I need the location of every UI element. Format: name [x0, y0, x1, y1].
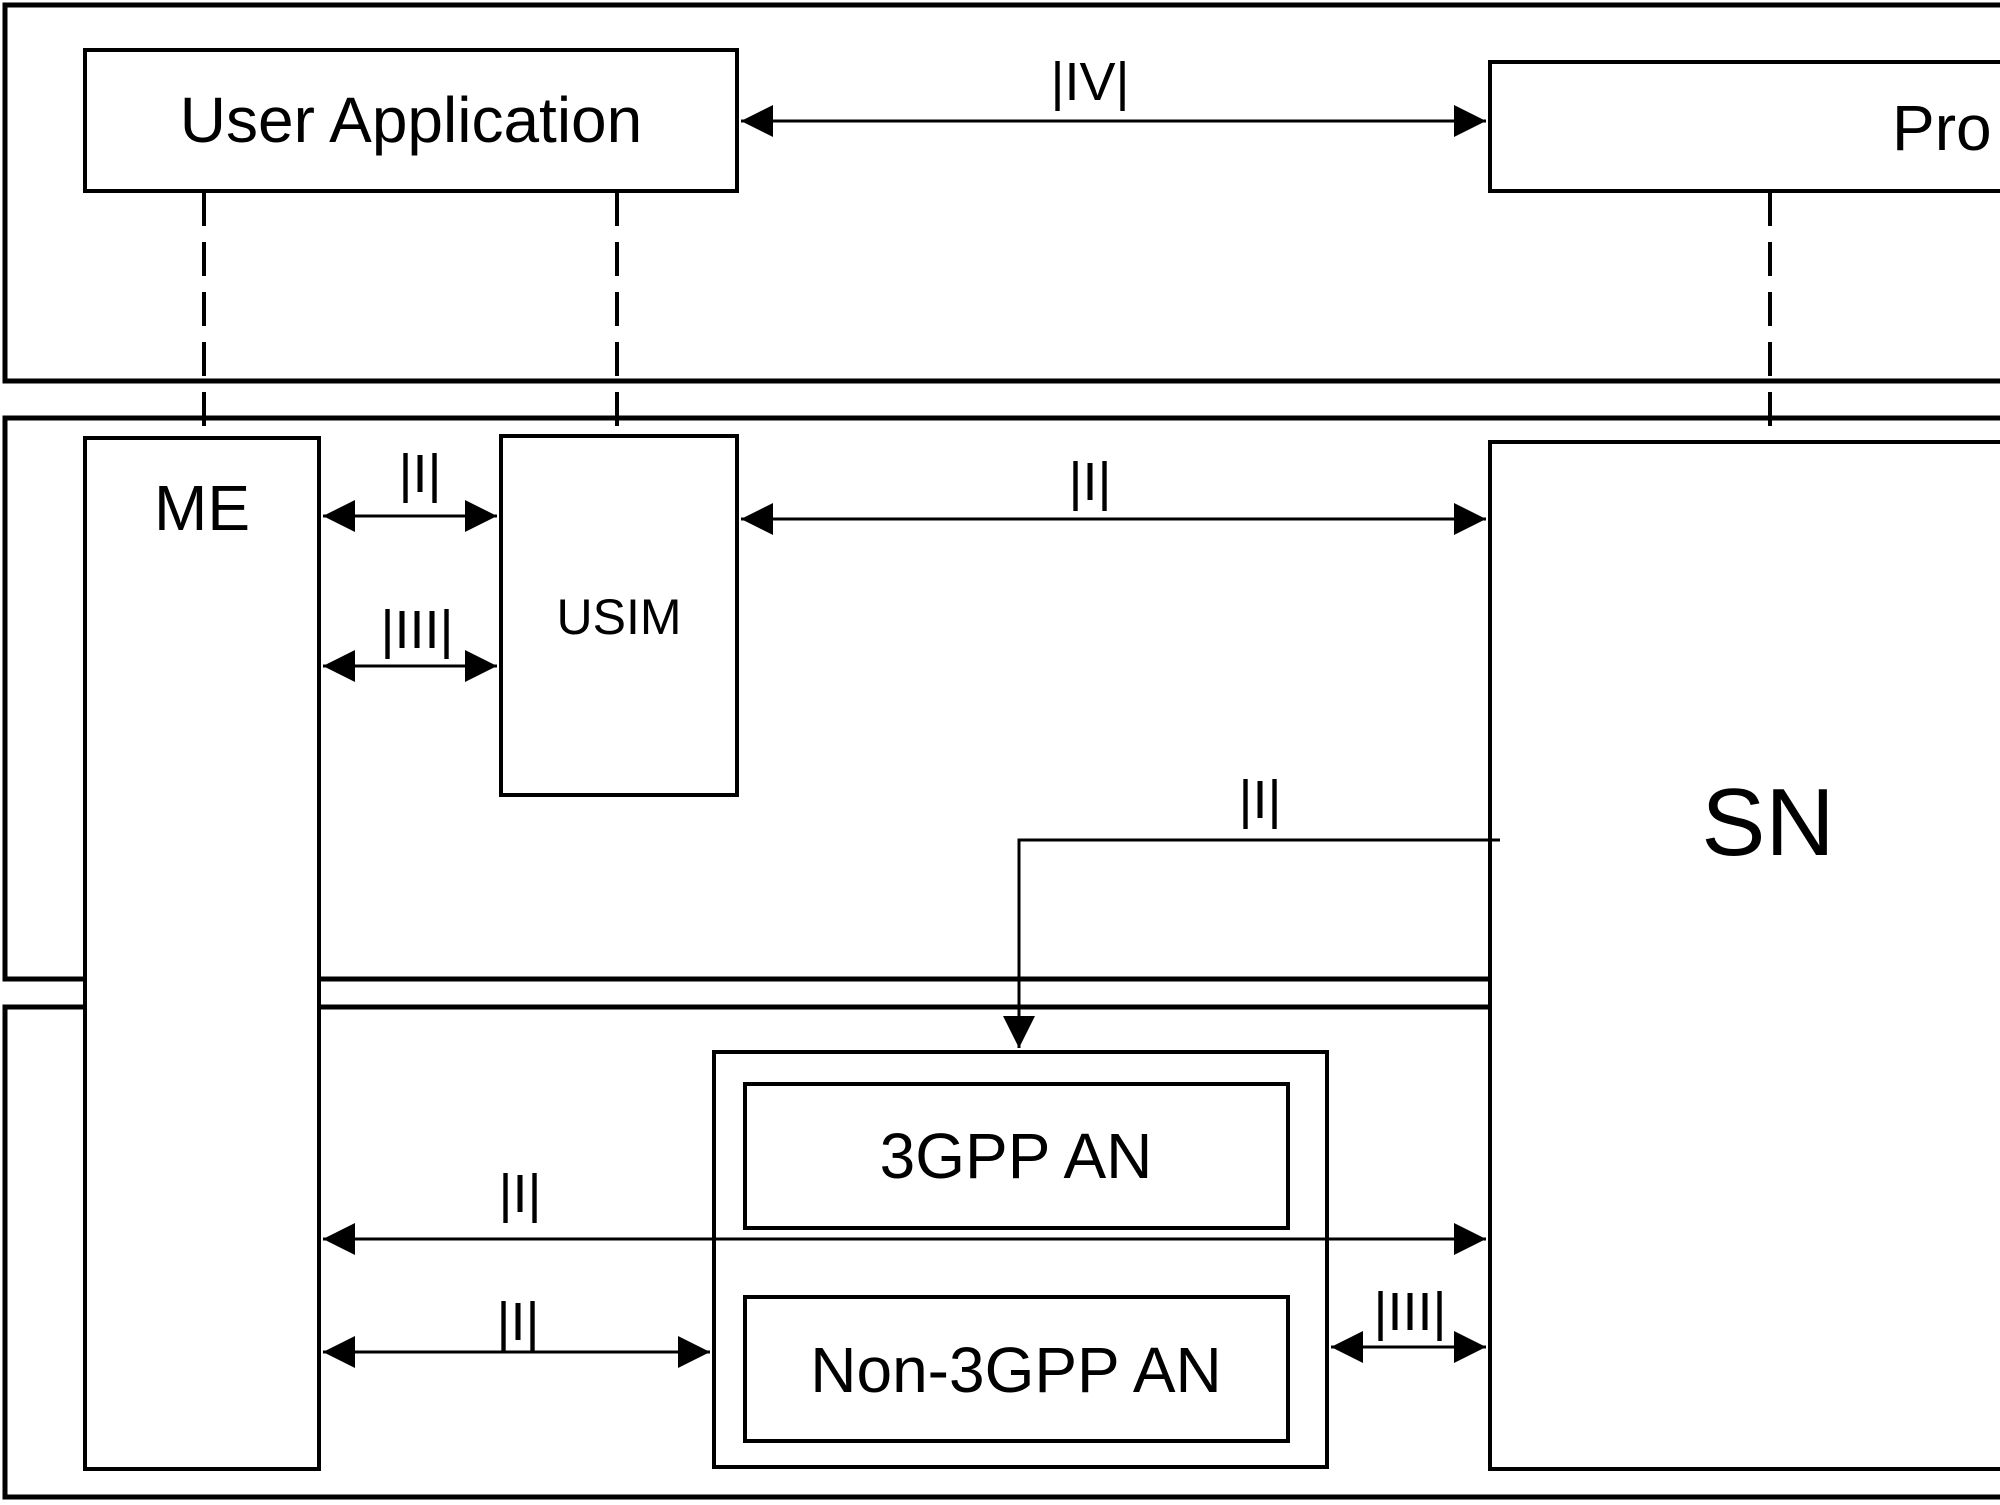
dashed-connectors — [202, 192, 1772, 442]
sn-box — [1488, 440, 2000, 1471]
me-box — [83, 436, 321, 1471]
label-sn-an-i: |I| — [1238, 770, 1281, 830]
node-labels: User Application Pro ME USIM SN 3GPP AN … — [154, 84, 1992, 1406]
3gpp-an-label: 3GPP AN — [880, 1120, 1153, 1192]
label-usim-sn-i: |I| — [1068, 452, 1111, 512]
usim-box — [499, 434, 739, 797]
transport-stratum-band — [2, 1004, 2000, 1500]
label-me-usim-i: |I| — [398, 444, 441, 504]
arrows — [323, 105, 1500, 1368]
sn-label: SN — [1701, 769, 1834, 876]
arrow-sn-to-an-i — [1003, 838, 1500, 1048]
home-serving-stratum-band — [2, 415, 2000, 982]
label-me-nonan-i: |I| — [496, 1292, 539, 1352]
label-nonan-sn-iii: |III| — [1373, 1282, 1446, 1342]
label-me-sn-i: |I| — [498, 1164, 541, 1224]
provider-label: Pro — [1892, 92, 1992, 164]
provider-application-box — [1488, 60, 2000, 193]
me-label: ME — [154, 472, 250, 544]
label-iv: |IV| — [1050, 52, 1129, 112]
nodes — [83, 48, 2000, 1471]
non-3gpp-an-label: Non-3GPP AN — [810, 1334, 1221, 1406]
user-application-box — [83, 48, 739, 193]
user-application-label: User Application — [180, 84, 642, 156]
application-stratum-band — [2, 2, 2000, 384]
arrow-labels: |IV| |I| |III| |I| |I| |I| |I| |III| — [380, 52, 1446, 1352]
label-me-usim-iii: |III| — [380, 600, 453, 660]
usim-label: USIM — [557, 589, 682, 645]
non-3gpp-an-box — [743, 1295, 1290, 1443]
